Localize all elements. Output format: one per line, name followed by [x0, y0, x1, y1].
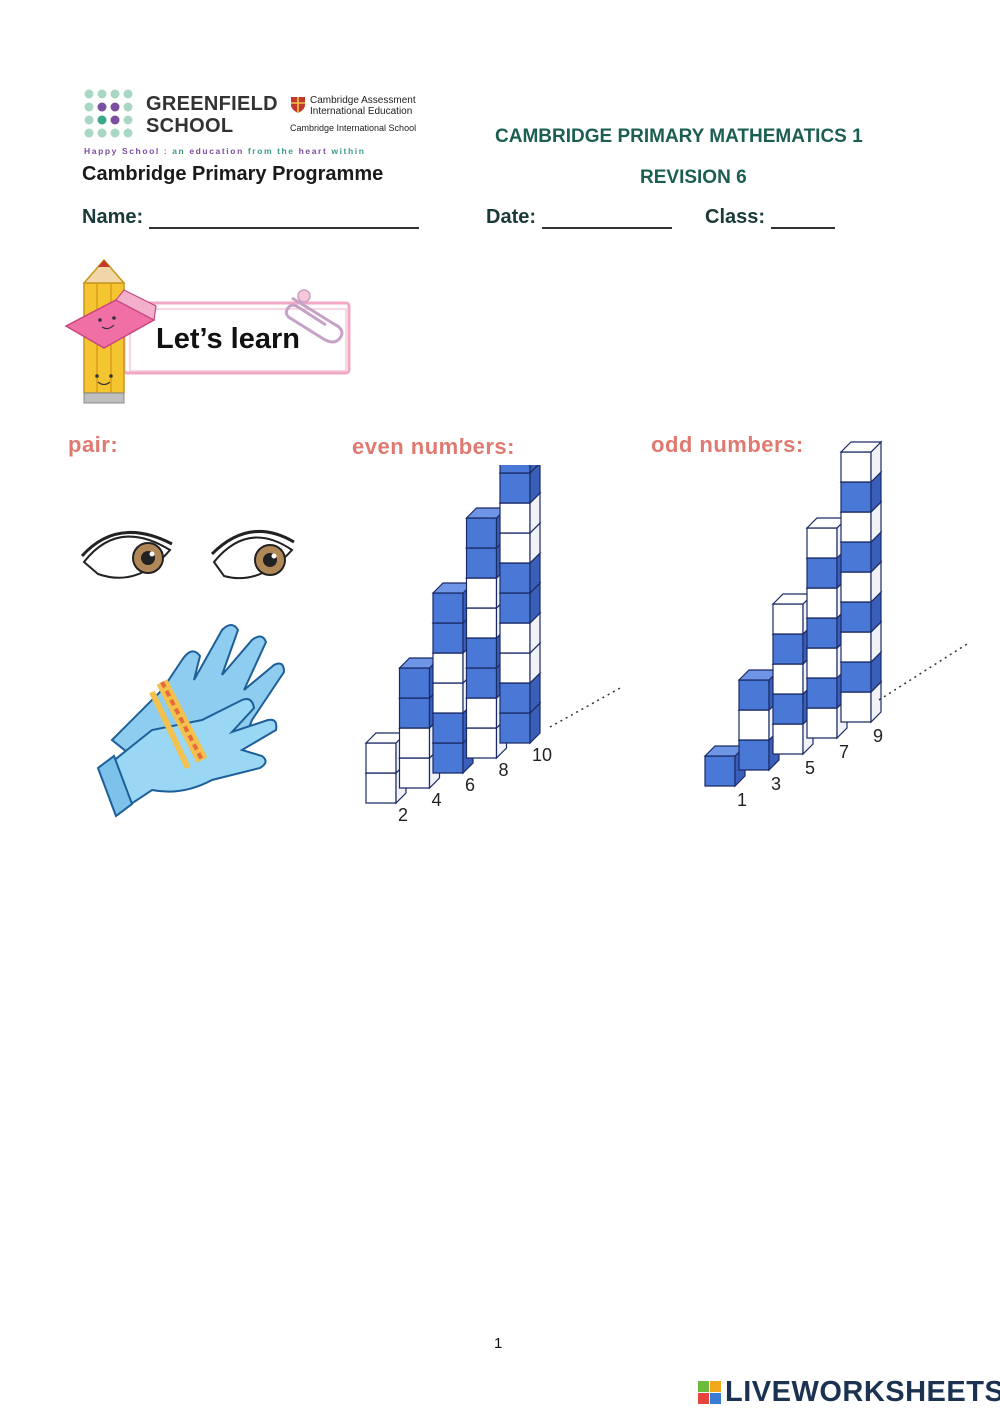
continuation-dotted-line [549, 686, 623, 728]
pair-of-eyes-illustration [80, 529, 295, 580]
continuation-dotted-line [878, 643, 968, 701]
school-logo-dots [84, 89, 133, 138]
date-blank[interactable] [542, 207, 673, 229]
class-blank[interactable] [771, 207, 836, 229]
tower-label-10: 10 [532, 745, 552, 765]
cube-tower-1-cube-1 [703, 744, 747, 788]
motto-c: education [189, 146, 244, 156]
right-eye-icon [210, 529, 295, 580]
school-motto: Happy School : an education from the hea… [84, 146, 366, 156]
tower-label-8: 8 [499, 760, 509, 780]
cambridge-assessment-text: Cambridge Assessment International Educa… [310, 95, 416, 117]
cube-tower-10-cube-10 [499, 465, 539, 475]
cambridge-line1: Cambridge Assessment [310, 95, 416, 106]
tower-label-6: 6 [465, 775, 475, 795]
tower-label-4: 4 [432, 790, 442, 810]
date-label: Date: [486, 206, 537, 228]
cambridge-shield-icon [291, 97, 305, 113]
date-field[interactable]: Date: [486, 206, 673, 229]
pair-of-gloves-illustration [96, 624, 286, 818]
cube-tower-10-cube-3 [498, 641, 542, 685]
left-eye-icon [80, 531, 173, 579]
tower-label-3: 3 [771, 774, 781, 794]
even-numbers-cube-towers: 2 4 6 8 10 [364, 465, 623, 825]
tower-label-9: 9 [873, 726, 883, 746]
lets-learn-text: Let’s learn [156, 323, 300, 355]
lets-learn-banner [64, 258, 351, 404]
tower-label-5: 5 [805, 758, 815, 778]
liveworksheets-logo-icon [698, 1381, 721, 1404]
class-field[interactable]: Class: [705, 206, 836, 229]
school-name: GREENFIELD SCHOOL [146, 93, 278, 137]
motto-f: within [327, 146, 366, 156]
pair-heading: pair: [68, 432, 119, 457]
revision-title: REVISION 6 [640, 167, 747, 188]
even-numbers-heading: even numbers: [352, 434, 515, 459]
school-name-line2: SCHOOL [146, 115, 234, 137]
odd-numbers-heading: odd numbers: [651, 432, 804, 457]
name-blank[interactable] [149, 207, 420, 229]
programme-title: Cambridge Primary Programme [82, 163, 384, 185]
motto-d: from the [243, 146, 299, 156]
liveworksheets-brand: LIVEWORKSHEETS [725, 1376, 1000, 1408]
class-label: Class: [705, 206, 766, 228]
school-name-line1: GREENFIELD [146, 93, 278, 115]
motto-a: Happy School [84, 146, 160, 156]
cube-tower-9-cube-9 [839, 440, 883, 484]
tower-label-2: 2 [398, 805, 408, 825]
page-number: 1 [494, 1335, 503, 1352]
tower-label-1: 1 [737, 790, 747, 810]
course-title: CAMBRIDGE PRIMARY MATHEMATICS 1 [495, 126, 863, 147]
name-label: Name: [82, 206, 144, 228]
odd-numbers-cube-towers: 1 3 5 7 9 [703, 440, 968, 810]
cambridge-line2: International Education [310, 106, 413, 117]
motto-e: heart [298, 146, 328, 156]
motto-b: : an [159, 146, 190, 156]
cambridge-school-text: Cambridge International School [290, 123, 417, 133]
tower-label-7: 7 [839, 742, 849, 762]
name-field[interactable]: Name: [82, 206, 420, 229]
front-glove-icon [100, 698, 278, 812]
